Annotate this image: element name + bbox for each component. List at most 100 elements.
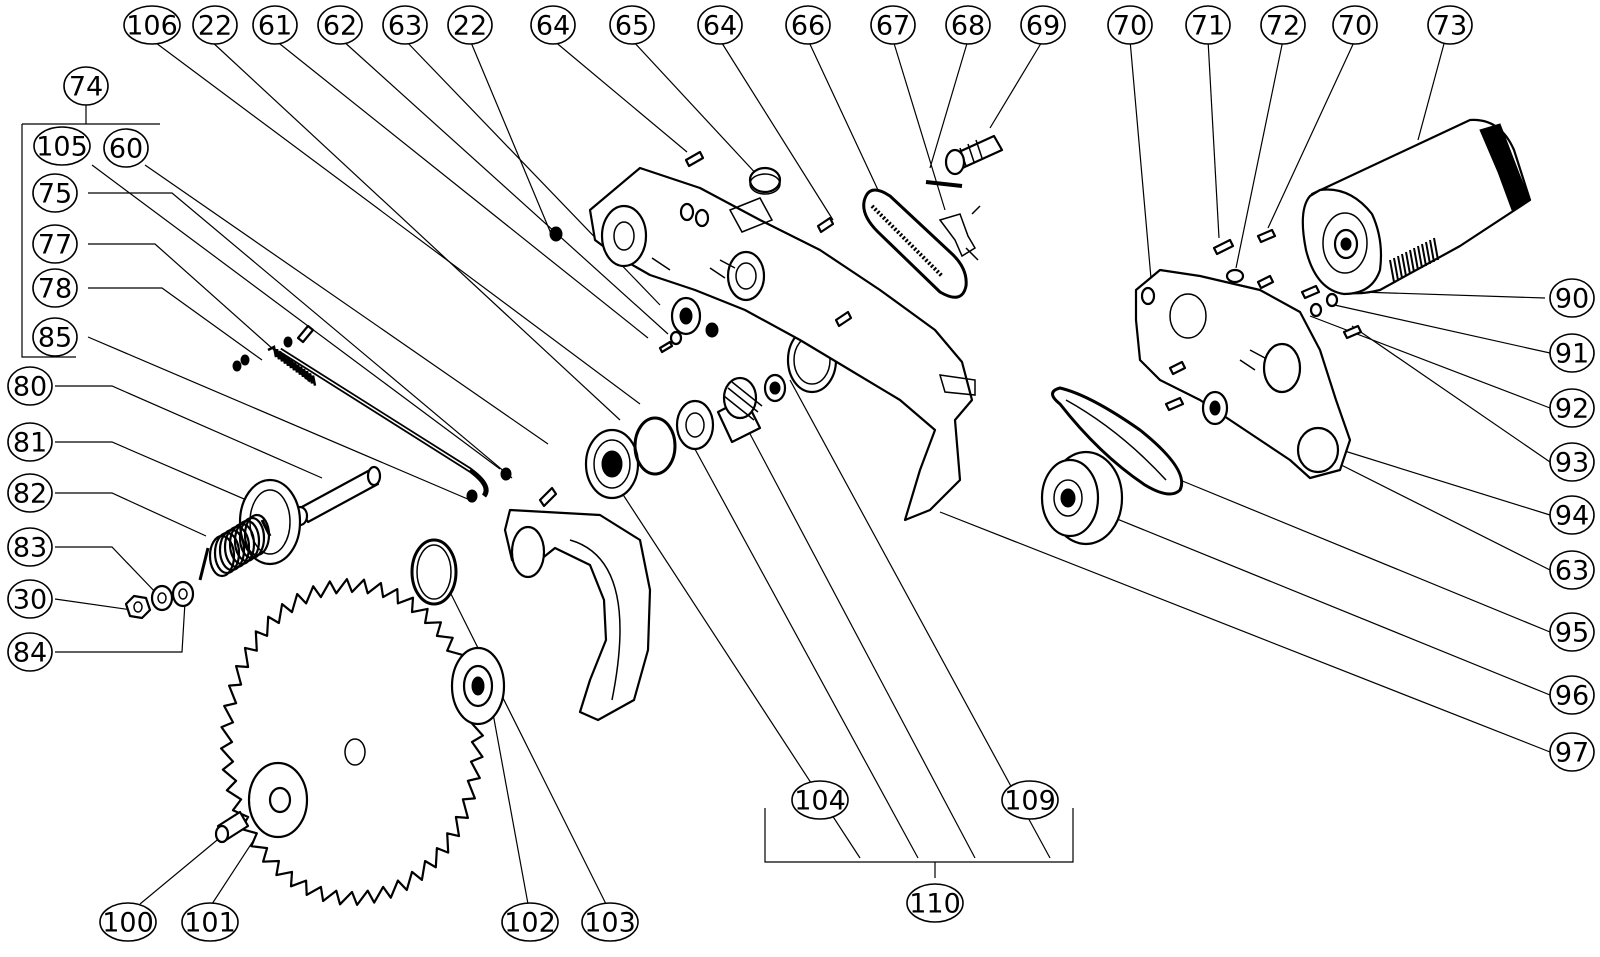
callout-number: 74 <box>69 72 103 103</box>
gear-housing <box>588 166 976 522</box>
callout-l63a: 63 <box>382 5 428 45</box>
callout-l84: 84 <box>7 632 53 672</box>
callout-l83: 83 <box>7 527 53 567</box>
callout-l72: 72 <box>1260 5 1306 45</box>
circlip <box>410 538 458 606</box>
callout-number: 63 <box>1555 556 1589 587</box>
callout-number: 60 <box>109 134 143 165</box>
callout-number: 109 <box>1004 786 1056 817</box>
leader-68 <box>929 39 969 169</box>
callout-l85: 85 <box>32 317 78 357</box>
cap-65 <box>748 166 782 195</box>
callout-l105: 105 <box>33 126 91 166</box>
callout-number: 67 <box>876 11 910 42</box>
leader-71 <box>1207 39 1220 239</box>
leader-69 <box>989 39 1044 129</box>
leader-104b <box>689 439 919 859</box>
callout-number: 105 <box>36 132 88 163</box>
callout-l74: 74 <box>63 66 109 106</box>
callout-number: 80 <box>13 372 47 403</box>
callout-l104: 104 <box>791 780 849 820</box>
spring-coils <box>267 345 317 386</box>
small-fasteners-housing <box>549 150 853 354</box>
bracket-110 <box>764 808 1074 878</box>
small-parts-78-85 <box>232 324 558 508</box>
callout-l67: 67 <box>870 5 916 45</box>
leader-62 <box>341 39 669 335</box>
leader-22a <box>209 39 621 421</box>
callout-number: 100 <box>102 908 154 939</box>
callout-l64a: 64 <box>530 5 576 45</box>
callout-number: 30 <box>13 585 47 616</box>
washer-83 <box>150 584 174 612</box>
outer-flange <box>247 761 309 839</box>
callout-l80: 80 <box>7 366 53 406</box>
callout-l94: 94 <box>1549 495 1595 535</box>
leader-91 <box>1329 303 1551 354</box>
leader-64b <box>719 39 834 221</box>
screws-motor <box>1164 228 1363 412</box>
switch-67-68 <box>925 180 981 261</box>
callout-l78: 78 <box>32 268 78 308</box>
belt-95 <box>1051 386 1184 496</box>
callout-l81: 81 <box>7 422 53 462</box>
callout-l71: 71 <box>1185 5 1231 45</box>
callout-number: 102 <box>504 908 556 939</box>
callout-number: 75 <box>38 179 72 210</box>
callout-number: 66 <box>791 11 825 42</box>
leader-22b <box>469 39 553 237</box>
callout-l100: 100 <box>99 902 157 942</box>
leader-85 <box>87 336 471 501</box>
callout-number: 62 <box>323 11 357 42</box>
callout-l22b: 22 <box>447 5 493 45</box>
nut-30 <box>124 594 152 620</box>
bracket-74 <box>21 105 160 358</box>
callout-l68: 68 <box>945 5 991 45</box>
leader-82 <box>55 492 207 537</box>
callout-number: 72 <box>1266 11 1300 42</box>
leader-100 <box>139 835 223 905</box>
callout-l82: 82 <box>7 473 53 513</box>
callout-l63b: 63 <box>1549 550 1595 590</box>
saw-blade <box>220 577 484 907</box>
callout-l109: 109 <box>1001 780 1059 820</box>
callout-l93: 93 <box>1549 442 1595 482</box>
callout-number: 101 <box>184 908 236 939</box>
motor-73 <box>1301 118 1532 296</box>
callout-l64b: 64 <box>697 5 743 45</box>
torsion-spring-82 <box>198 513 272 581</box>
leader-103 <box>449 591 607 905</box>
callout-number: 85 <box>38 323 72 354</box>
callout-l66: 66 <box>785 5 831 45</box>
callout-number: 110 <box>909 889 961 920</box>
callout-l106: 106 <box>123 5 181 45</box>
callout-number: 71 <box>1191 11 1225 42</box>
callout-number: 83 <box>13 533 47 564</box>
leader-109 <box>739 414 976 859</box>
callout-l96: 96 <box>1549 675 1595 715</box>
leader-97 <box>939 511 1551 753</box>
toothed-belt-66 <box>862 188 968 299</box>
leader-60 <box>144 164 549 445</box>
callout-number: 77 <box>38 230 72 261</box>
callout-number: 92 <box>1555 394 1589 425</box>
blade-guard <box>503 508 652 722</box>
callout-number: 64 <box>536 11 570 42</box>
callout-number: 95 <box>1555 618 1589 649</box>
callout-l30: 30 <box>7 579 53 619</box>
callout-l65: 65 <box>609 5 655 45</box>
leader-95 <box>1179 479 1551 633</box>
callout-l91: 91 <box>1549 333 1595 373</box>
leader-106 <box>151 39 641 405</box>
callout-number: 97 <box>1555 738 1589 769</box>
callout-l103: 103 <box>581 902 639 942</box>
callout-l22a: 22 <box>192 5 238 45</box>
callout-number: 91 <box>1555 339 1589 370</box>
callout-number: 70 <box>1338 11 1372 42</box>
callout-number: 22 <box>453 11 487 42</box>
callout-l62: 62 <box>317 5 363 45</box>
leader-72 <box>1235 39 1284 269</box>
leader-109b <box>789 379 1051 859</box>
callout-number: 106 <box>126 11 178 42</box>
